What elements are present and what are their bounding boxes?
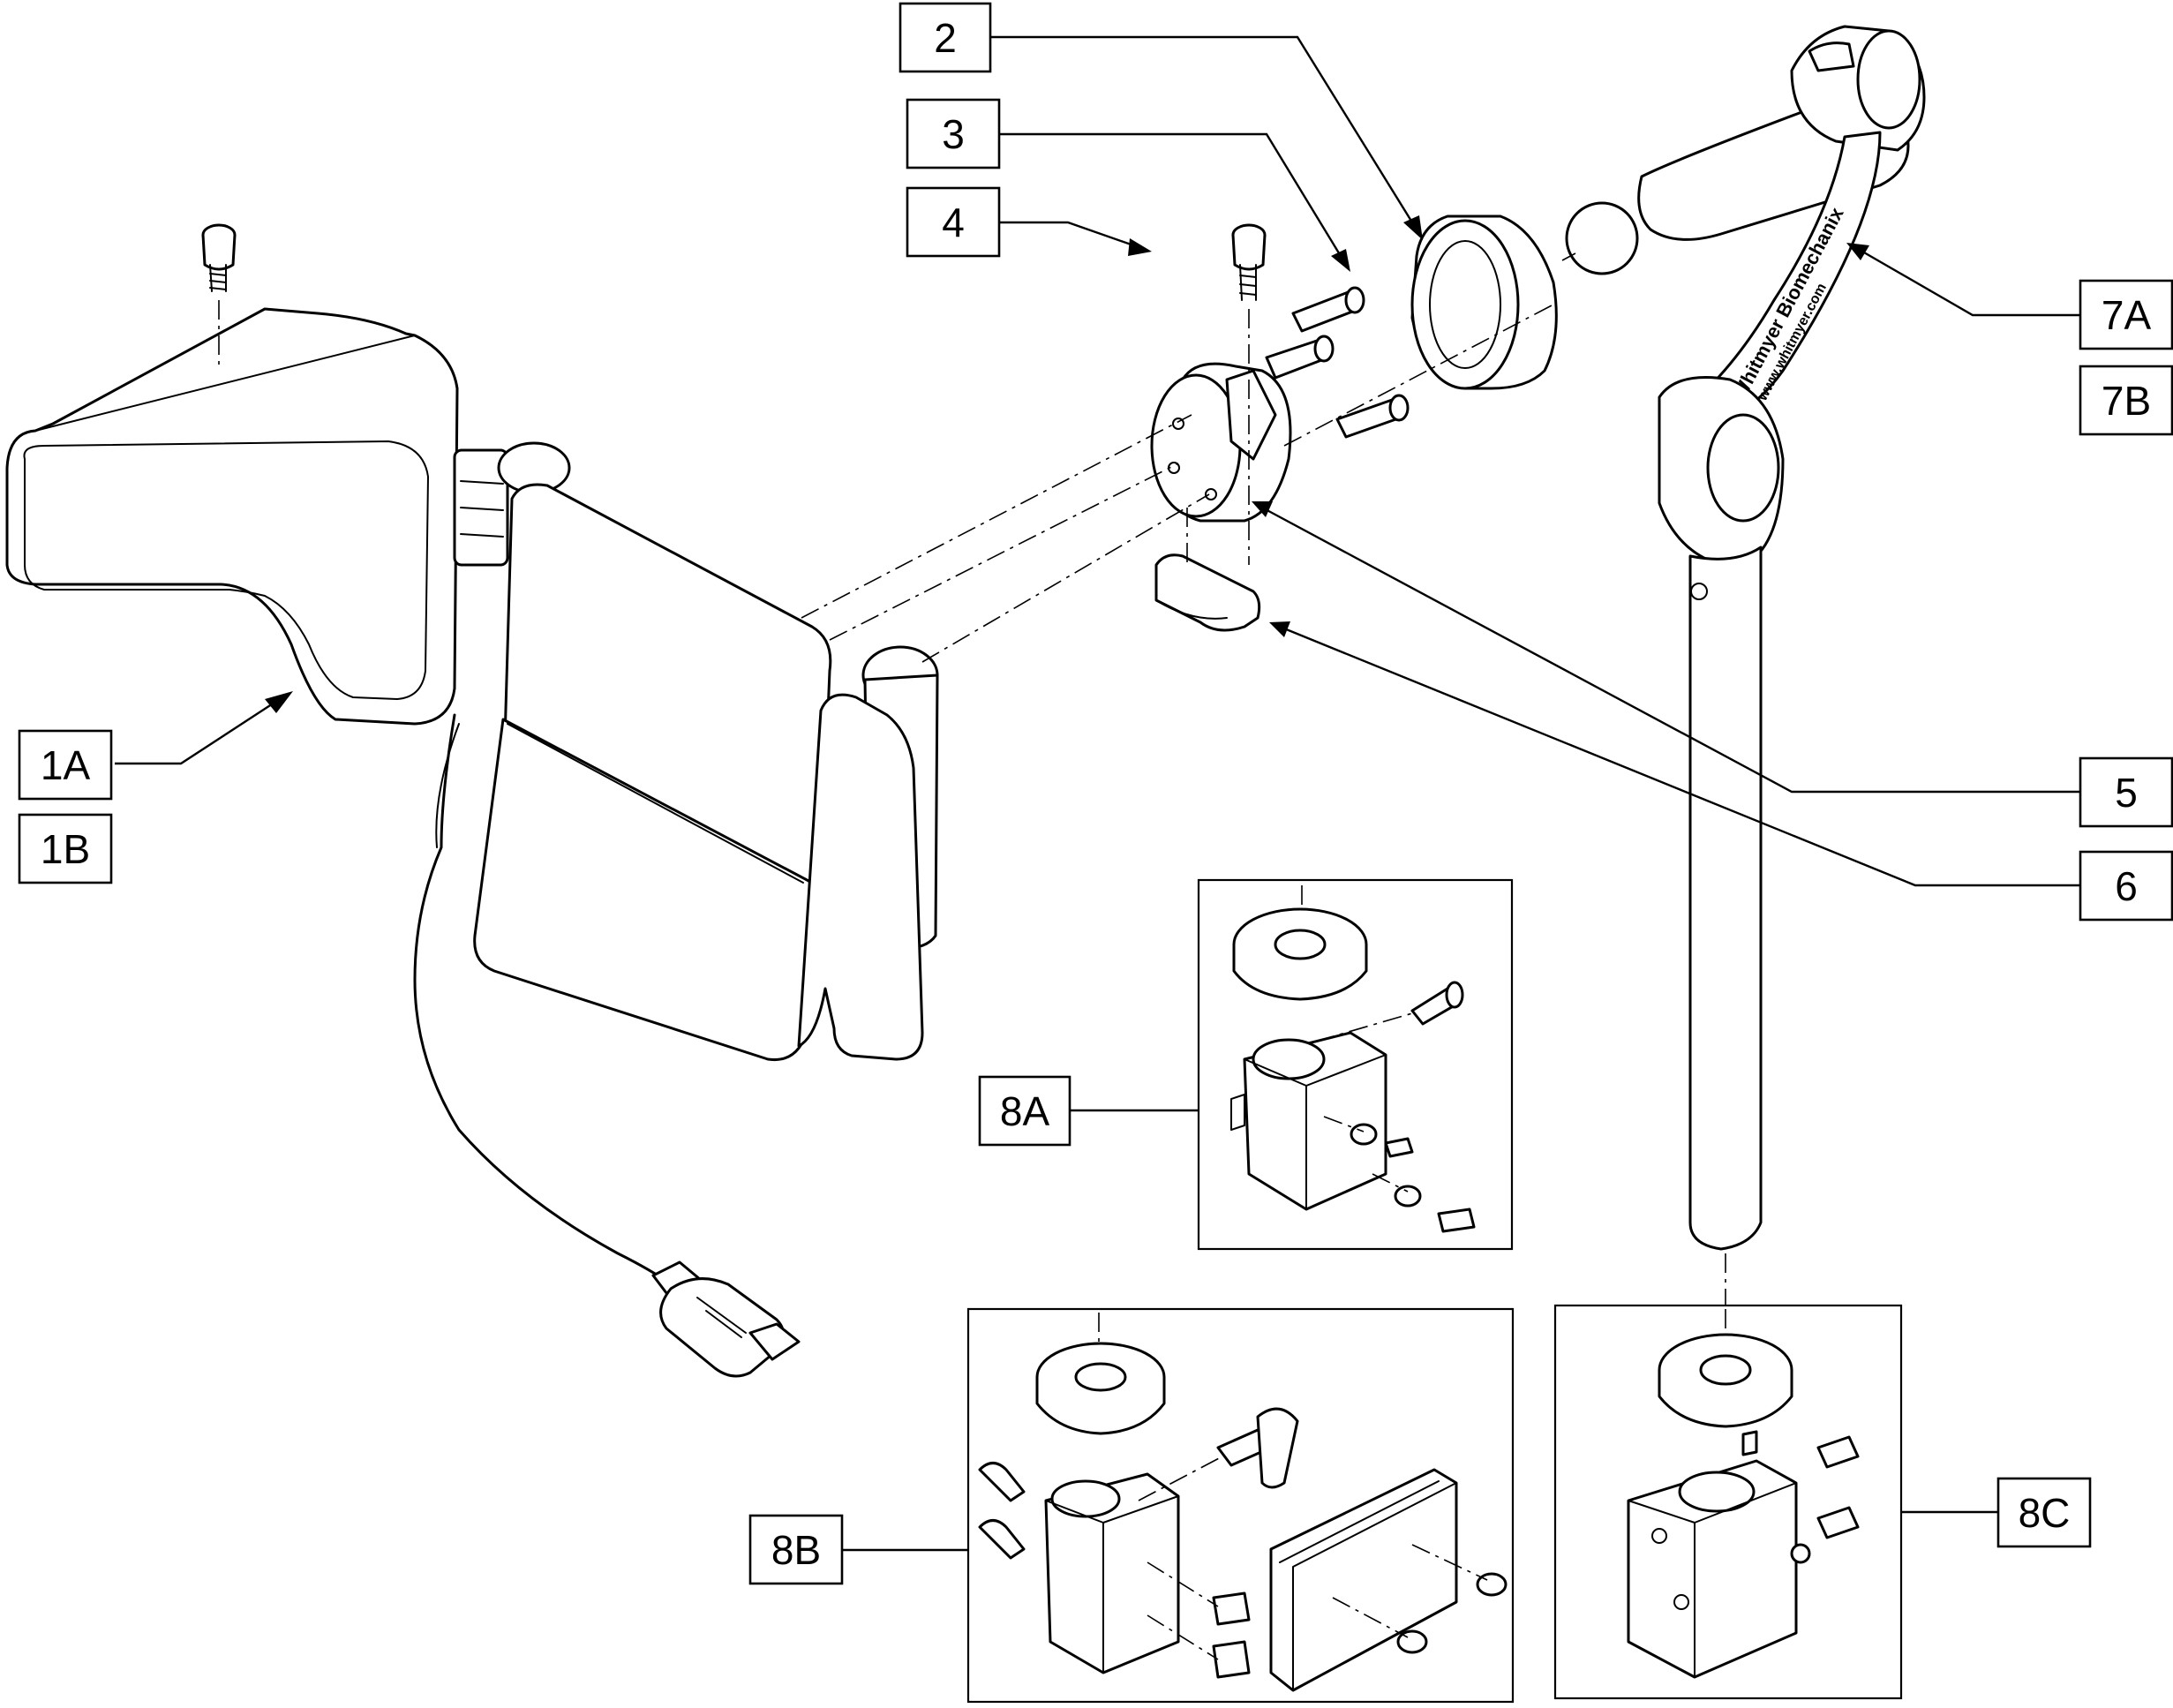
screws-8c xyxy=(1790,1435,1860,1564)
collar-8b xyxy=(1035,1342,1166,1435)
cap-screw-1 xyxy=(201,223,237,292)
mounting-pole xyxy=(1688,546,1763,1251)
callout-8b: 8B xyxy=(748,1514,844,1585)
db9-connector xyxy=(651,1260,801,1378)
svg-text:2: 2 xyxy=(934,15,957,61)
set-screw-1 xyxy=(1291,286,1365,333)
right-head-pad xyxy=(797,693,924,1061)
rail-plate-8b xyxy=(1269,1468,1458,1692)
mounting-arm: Whitmyer Biomechanix www.whitmyer.com xyxy=(1565,25,1926,1251)
slide-nuts-8b xyxy=(1212,1591,1251,1679)
svg-text:5: 5 xyxy=(2115,770,2138,816)
callout-1a: 1A xyxy=(18,729,113,801)
washer-screw-8a-2 xyxy=(1394,1185,1476,1233)
spacer-ring xyxy=(1410,214,1558,390)
washer-screw-8a-1 xyxy=(1350,1123,1414,1158)
collar-8c xyxy=(1658,1333,1793,1456)
collar-8a xyxy=(1232,907,1368,1001)
arm-lettering: Whitmyer Biomechanix www.whitmyer.com xyxy=(1727,203,1848,404)
callout-4: 4 xyxy=(906,186,1001,258)
inset-8c xyxy=(1553,1304,1903,1700)
inset-8a xyxy=(1197,878,1514,1251)
set-screw-3 xyxy=(1335,394,1410,439)
cap-screw-2 xyxy=(1231,223,1267,301)
head-array-cable xyxy=(413,713,673,1286)
svg-text:Whitmyer Biomechanix: Whitmyer Biomechanix xyxy=(1727,203,1848,403)
svg-text:1B: 1B xyxy=(41,826,90,872)
inset-8b xyxy=(966,1307,1515,1704)
callout-2: 2 xyxy=(899,2,992,73)
set-screw-2 xyxy=(1265,335,1335,380)
svg-text:4: 4 xyxy=(942,199,965,245)
leader-lines xyxy=(115,35,2080,1552)
svg-text:7B: 7B xyxy=(2102,378,2151,424)
screw-8a-top xyxy=(1410,981,1464,1026)
callout-7b: 7B xyxy=(2079,365,2173,436)
callout-6: 6 xyxy=(2079,850,2173,922)
svg-text:8A: 8A xyxy=(1000,1088,1050,1134)
svg-text:3: 3 xyxy=(942,111,965,157)
mounting-hub xyxy=(1150,362,1292,523)
callout-7a: 7A xyxy=(2079,279,2173,350)
lever-8b xyxy=(1216,1407,1299,1489)
head-array-assembly xyxy=(5,307,939,1378)
callout-5: 5 xyxy=(2079,756,2173,828)
ball-joint xyxy=(1565,201,1639,275)
callout-3: 3 xyxy=(906,98,1001,169)
block-8a xyxy=(1230,1031,1387,1211)
callout-8c: 8C xyxy=(1996,1477,2092,1548)
side-head-pad xyxy=(5,307,459,726)
callout-1b: 1B xyxy=(18,813,113,884)
hub-assembly xyxy=(201,223,1410,632)
svg-text:8B: 8B xyxy=(771,1527,821,1573)
svg-text:8C: 8C xyxy=(2019,1490,2071,1536)
svg-text:1A: 1A xyxy=(41,742,91,788)
svg-text:6: 6 xyxy=(2115,863,2138,909)
set-screws-8b xyxy=(978,1462,1026,1560)
callout-8a: 8A xyxy=(978,1075,1071,1147)
svg-text:7A: 7A xyxy=(2102,292,2152,338)
block-8c xyxy=(1627,1459,1798,1679)
block-8b xyxy=(1044,1472,1180,1674)
